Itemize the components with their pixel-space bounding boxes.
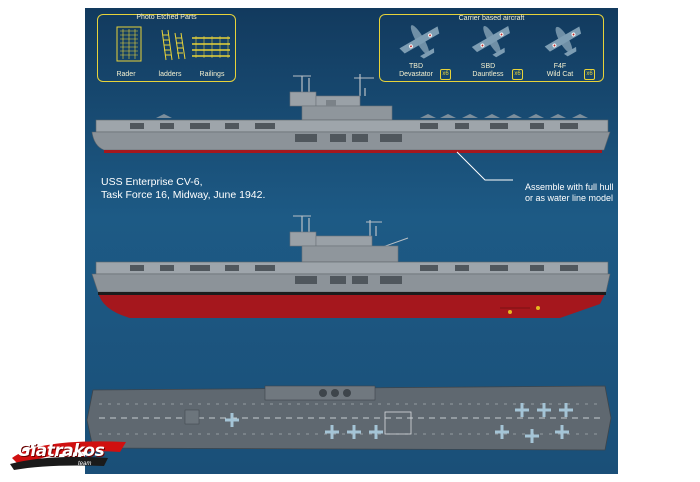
carrier-aircraft-panel: Carrier based aircraft <box>379 14 604 82</box>
photo-etched-parts-panel: Photo Etched Parts Rader ladders Railing… <box>97 14 236 82</box>
sbd-code-label: SBD <box>480 63 496 70</box>
waterline-ship-profile <box>91 74 611 153</box>
sbd-count-badge: x6 <box>512 69 523 80</box>
ship-caption: USS Enterprise CV-6, Task Force 16, Midw… <box>101 176 265 202</box>
giatrakos-logo-subtext: team <box>78 461 92 467</box>
assembly-note-line1: Assemble with full hull <box>525 182 614 192</box>
carrier-aircraft-title: Carrier based aircraft <box>458 15 525 22</box>
assembly-note-line2: or as water line model <box>525 193 614 203</box>
railings-part-label: Railings <box>199 71 225 78</box>
f4f-count-badge: x6 <box>584 69 595 80</box>
ladders-part-icon <box>161 29 186 61</box>
tbd-name-label: Devastator <box>399 71 433 78</box>
tbd-code-label: TBD <box>409 63 423 70</box>
sbd-name-label: Dauntless <box>472 71 504 78</box>
flight-deck-plan-view <box>86 385 612 451</box>
f4f-wildcat-icon <box>544 26 582 57</box>
assembly-note: Assemble with full hull or as water line… <box>525 182 614 204</box>
tbd-devastator-icon <box>399 25 440 59</box>
full-hull-ship-profile <box>91 215 611 318</box>
giatrakos-logo-mark <box>10 441 126 470</box>
f4f-name-label: Wild Cat <box>546 71 574 78</box>
tbd-count-badge: x6 <box>440 69 451 80</box>
photo-etched-parts-title: Photo Etched Parts <box>136 14 197 21</box>
f4f-code-label: F4F <box>553 63 567 70</box>
ship-caption-line2: Task Force 16, Midway, June 1942. <box>101 189 266 201</box>
ship-caption-line1: USS Enterprise CV-6, <box>101 176 203 188</box>
railings-part-icon <box>192 36 230 58</box>
sbd-dauntless-icon <box>471 26 510 58</box>
assembly-leader-line <box>456 151 513 181</box>
giatrakos-logo-text: Giatrakos <box>17 441 105 461</box>
radar-part-icon <box>116 26 142 62</box>
radar-part-label: Rader <box>116 71 136 78</box>
ladders-part-label: ladders <box>158 71 182 78</box>
artwork-board: Photo Etched Parts Rader ladders Railing… <box>85 8 618 474</box>
